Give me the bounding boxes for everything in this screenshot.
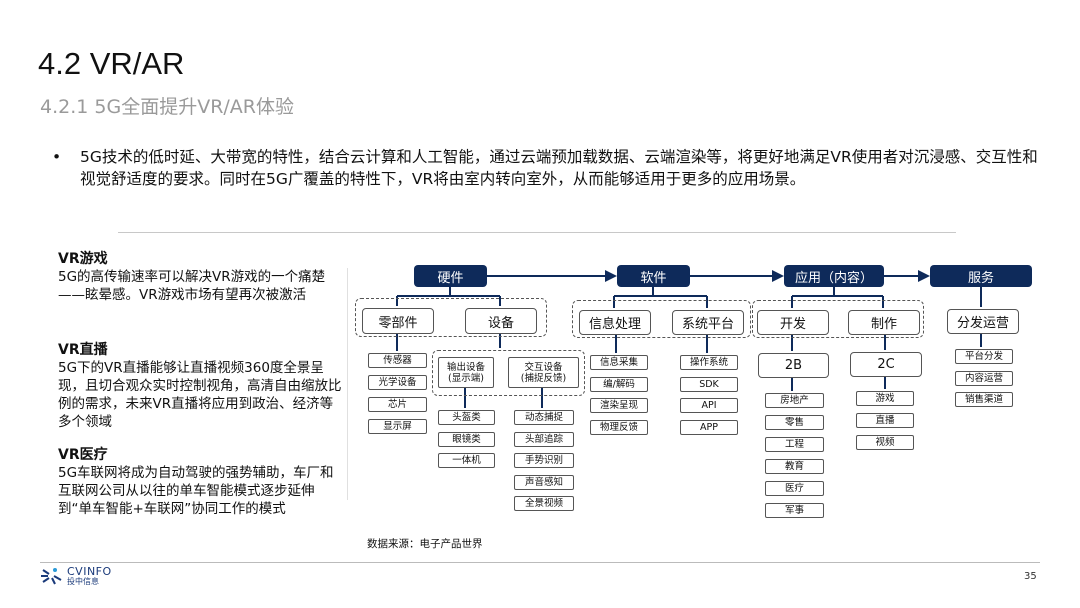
diagram-leaf-item: 零售	[765, 415, 824, 430]
node-2c: 2C	[850, 352, 922, 377]
node-parts: 零部件	[362, 308, 434, 334]
diagram-leaf-item: 内容运营	[955, 371, 1013, 386]
node-service: 服务	[930, 265, 1032, 287]
logo-icon	[41, 568, 62, 585]
footer-divider	[40, 562, 1040, 563]
diagram-leaf-item: 光学设备	[368, 375, 427, 390]
section-body: 5G的高传输速率可以解决VR游戏的一个痛楚——眩晕感。VR游戏市场有望再次被激活	[58, 269, 326, 303]
logo-text-en: CVINFO	[67, 565, 112, 578]
diagram-leaf-item: 游戏	[856, 391, 914, 406]
node-production: 制作	[848, 310, 920, 335]
section-body: 5G下的VR直播能够让直播视频360度全景呈现，且切合观众实时控制视角，高清自由…	[58, 360, 342, 430]
diagram-leaf-item: 房地产	[765, 393, 824, 408]
node-output-device: 输出设备 (显示端)	[438, 357, 494, 388]
data-source: 数据来源：电子产品世界	[367, 538, 483, 550]
diagram-leaf-item: 教育	[765, 459, 824, 474]
diagram-leaf-item: 医疗	[765, 481, 824, 496]
node-distribution: 分发运营	[947, 309, 1019, 334]
page-number: 35	[1024, 571, 1037, 582]
slide-subtitle: 4.2.1 5G全面提升VR/AR体验	[40, 96, 294, 118]
diagram-leaf-item: 销售渠道	[955, 392, 1013, 407]
diagram-leaf-item: 编/解码	[590, 377, 648, 392]
group-application	[752, 300, 924, 338]
diagram-leaf-item: 军事	[765, 503, 824, 518]
diagram-leaf-item: 手势识别	[514, 453, 574, 468]
diagram-leaf-item: 头盔类	[438, 410, 495, 425]
diagram-leaf-item: 全景视频	[514, 496, 574, 511]
diagram-leaf-item: 眼镜类	[438, 432, 495, 447]
vertical-divider	[347, 268, 348, 500]
diagram-leaf-item: 工程	[765, 437, 824, 452]
section-body: 5G车联网将成为自动驾驶的强势辅助，车厂和互联网公司从以往的单车智能模式逐步延伸…	[58, 465, 334, 517]
section-heading: VR游戏	[58, 251, 108, 267]
node-system-platform: 系统平台	[672, 310, 744, 335]
node-interactive-device: 交互设备 (捕捉反馈)	[508, 357, 579, 388]
node-software: 软件	[617, 265, 690, 287]
node-info-processing: 信息处理	[579, 310, 651, 335]
diagram-leaf-item: 物理反馈	[590, 420, 648, 435]
diagram-leaf-item: SDK	[680, 377, 738, 392]
diagram-leaf-item: 渲染呈现	[590, 398, 648, 413]
node-development: 开发	[757, 310, 829, 335]
diagram-leaf-item: 动态捕捉	[514, 410, 574, 425]
diagram-leaf-item: 信息采集	[590, 355, 648, 370]
diagram-leaf-item: API	[680, 398, 738, 413]
node-hardware: 硬件	[414, 265, 487, 287]
diagram-leaf-item: 芯片	[368, 397, 427, 412]
diagram-leaf-item: 头部追踪	[514, 432, 574, 447]
bullet-text: 5G技术的低时延、大带宽的特性，结合云计算和人工智能，通过云端预加载数据、云端渲…	[80, 148, 1038, 188]
diagram-leaf-item: 视频	[856, 435, 914, 450]
section-heading: VR直播	[58, 342, 108, 358]
diagram-leaf-item: 一体机	[438, 453, 495, 468]
diagram-leaf-item: 声音感知	[514, 475, 574, 490]
node-application: 应用（内容）	[784, 265, 884, 287]
diagram-leaf-item: 传感器	[368, 353, 427, 368]
diagram-leaf-item: 直播	[856, 413, 914, 428]
section-vr-game: VR游戏 5G的高传输速率可以解决VR游戏的一个痛楚——眩晕感。VR游戏市场有望…	[58, 250, 343, 304]
divider	[118, 232, 956, 233]
diagram-leaf-item: 显示屏	[368, 419, 427, 434]
group-hardware	[355, 298, 547, 337]
bullet-marker: •	[52, 148, 62, 166]
diagram-leaf-item: APP	[680, 420, 738, 435]
node-2b: 2B	[758, 353, 829, 378]
logo-text-cn: 投中信息	[67, 577, 99, 586]
section-vr-medical: VR医疗 5G车联网将成为自动驾驶的强势辅助，车厂和互联网公司从以往的单车智能模…	[58, 446, 343, 518]
node-device: 设备	[465, 308, 537, 334]
group-software	[572, 300, 751, 338]
section-heading: VR医疗	[58, 447, 108, 463]
diagram-leaf-item: 操作系统	[680, 355, 738, 370]
group-device	[432, 350, 585, 396]
section-vr-live: VR直播 5G下的VR直播能够让直播视频360度全景呈现，且切合观众实时控制视角…	[58, 341, 343, 431]
bullet-paragraph: • 5G技术的低时延、大带宽的特性，结合云计算和人工智能，通过云端预加载数据、云…	[52, 146, 1042, 190]
diagram-leaf-item: 平台分发	[955, 349, 1013, 364]
slide-title: 4.2 VR/AR	[38, 46, 185, 81]
